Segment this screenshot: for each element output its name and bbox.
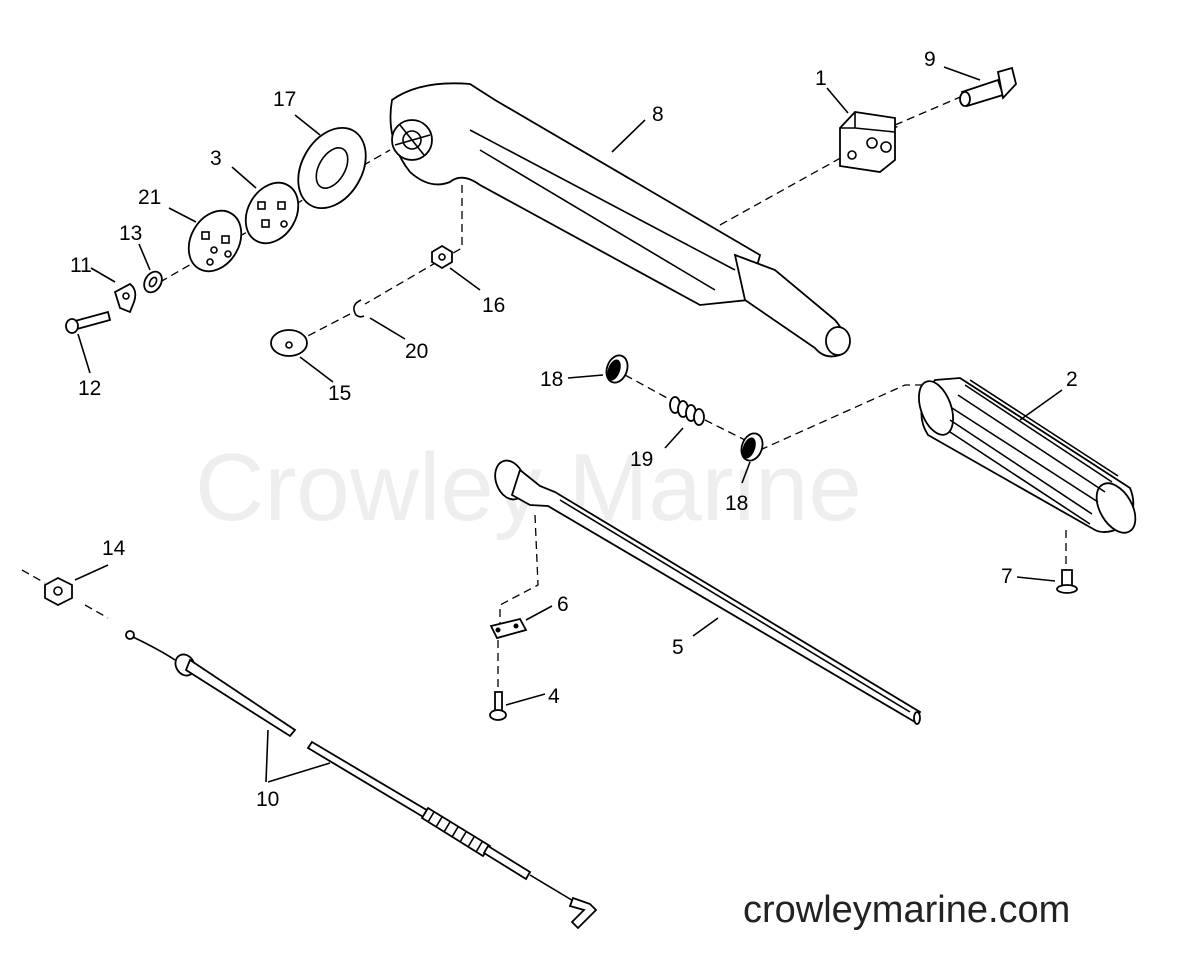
bolt-part-12 <box>65 310 112 334</box>
label-part-18a: 18 <box>540 368 563 391</box>
cable-part-10 <box>125 630 598 930</box>
label-part-13: 13 <box>119 222 142 245</box>
label-part-19: 19 <box>630 448 653 471</box>
shaft-part-5 <box>494 459 922 725</box>
label-part-21: 21 <box>138 186 161 209</box>
washer-part-13 <box>143 270 163 294</box>
nut-part-16 <box>431 244 453 270</box>
washer-part-18b <box>740 432 764 462</box>
label-part-6: 6 <box>557 593 569 616</box>
clip-part-6 <box>489 617 528 640</box>
label-part-14: 14 <box>102 537 126 560</box>
label-part-8: 8 <box>652 103 664 126</box>
label-part-7: 7 <box>1001 565 1013 588</box>
block-part-1 <box>839 111 896 173</box>
label-part-20: 20 <box>405 340 428 363</box>
label-part-4: 4 <box>548 685 560 708</box>
site-url-text: crowleymarine.com <box>743 889 1070 931</box>
label-part-11: 11 <box>70 254 92 277</box>
plate-part-3 <box>244 181 300 245</box>
clip-part-20 <box>353 299 365 318</box>
grip-part-2 <box>918 377 1137 534</box>
label-part-1: 1 <box>815 67 827 90</box>
tiller-arm-part-8 <box>389 82 851 358</box>
washer-part-15 <box>270 329 308 357</box>
label-part-17: 17 <box>273 88 296 111</box>
bracket-part-11 <box>113 282 137 314</box>
leader-lines <box>74 66 1063 783</box>
label-part-2: 2 <box>1066 368 1078 391</box>
spring-part-19 <box>669 396 705 426</box>
screw-part-7 <box>1056 569 1078 594</box>
label-part-18b: 18 <box>725 492 748 515</box>
label-part-5: 5 <box>672 636 684 659</box>
ring-part-17 <box>297 126 367 210</box>
screw-part-4 <box>489 691 507 721</box>
nut-part-14 <box>44 576 73 607</box>
plate-part-21 <box>187 209 243 273</box>
label-part-12: 12 <box>78 377 101 400</box>
label-part-9: 9 <box>924 48 936 71</box>
washer-part-18a <box>605 354 629 384</box>
label-part-15: 15 <box>328 382 351 405</box>
label-part-3: 3 <box>210 147 222 170</box>
part-labels: 1 9 2 3 4 5 6 7 8 10 11 12 13 14 15 16 1… <box>70 48 1078 811</box>
screw-part-9 <box>959 66 1017 108</box>
label-part-16: 16 <box>482 294 505 317</box>
label-part-10: 10 <box>256 788 279 811</box>
